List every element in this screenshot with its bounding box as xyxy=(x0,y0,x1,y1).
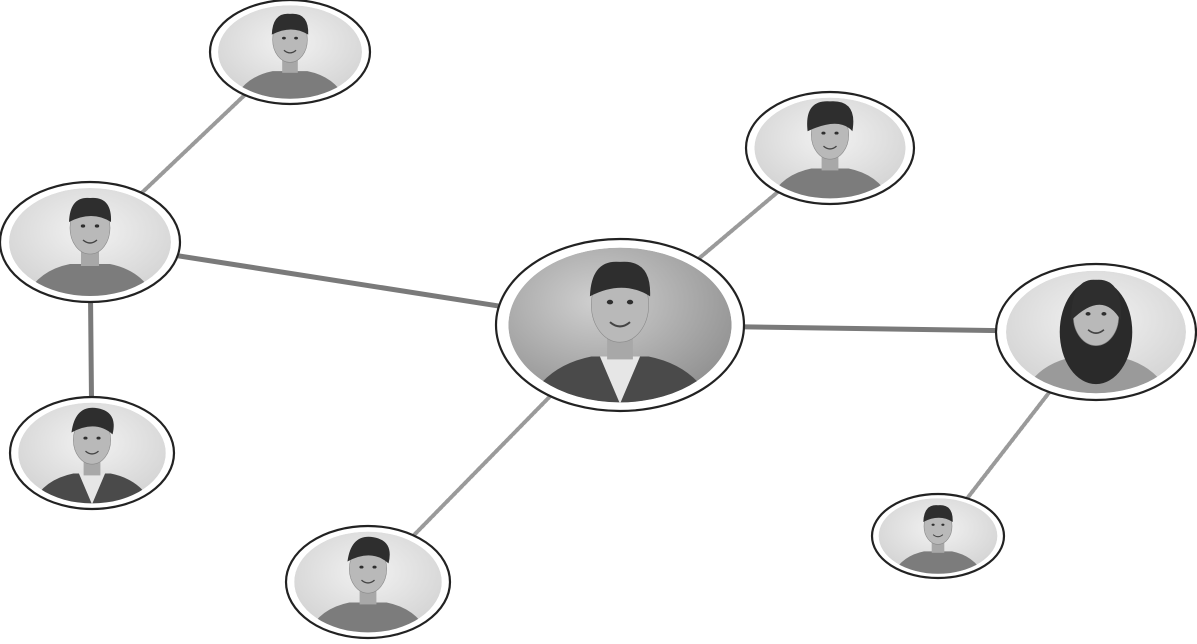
person-node-right[interactable] xyxy=(994,262,1197,411)
avatar-hair xyxy=(923,505,953,522)
avatar-eye-right xyxy=(294,36,298,40)
avatar-collar xyxy=(599,356,641,403)
avatar-eye-left xyxy=(931,523,935,526)
avatar-body xyxy=(20,264,160,296)
avatar-neck xyxy=(282,58,298,73)
avatar-mouth xyxy=(82,239,98,244)
avatar-hair xyxy=(71,407,114,435)
avatar-body xyxy=(889,551,987,574)
avatar-mouth xyxy=(85,450,99,455)
avatar-mouth xyxy=(283,49,297,54)
avatar-eye-right xyxy=(834,131,839,135)
avatar-eye-right xyxy=(1101,312,1107,316)
avatar-photo xyxy=(294,531,442,633)
avatar-mouth xyxy=(823,145,837,150)
avatar-mouth xyxy=(609,321,631,328)
avatar-hair xyxy=(1071,279,1122,321)
avatar-eye-right xyxy=(96,436,101,440)
avatar-body xyxy=(302,602,434,633)
avatar-photo xyxy=(508,247,732,403)
avatar-eye-left xyxy=(83,436,88,440)
avatar-hair xyxy=(589,261,651,297)
person-node-lower-left[interactable] xyxy=(8,395,176,518)
avatar-hair xyxy=(271,13,309,35)
person-node-top-right[interactable] xyxy=(744,90,916,213)
avatar-eye-left xyxy=(606,299,614,305)
avatar-eye-left xyxy=(80,224,86,228)
avatar-photo xyxy=(1006,270,1186,394)
avatar-eye-right xyxy=(626,299,634,305)
avatar-photo xyxy=(9,188,171,296)
avatar-eye-right xyxy=(941,523,945,526)
avatar-eye-right xyxy=(94,224,100,228)
avatar-collar xyxy=(78,473,106,504)
person-node-center[interactable] xyxy=(494,237,746,425)
person-node-bottom-center[interactable] xyxy=(284,524,452,644)
avatar-photo xyxy=(18,402,166,504)
avatar-neck xyxy=(821,155,839,171)
person-node-bottom-right[interactable] xyxy=(870,492,1006,585)
avatar-body xyxy=(229,71,351,99)
avatar-photo xyxy=(878,498,998,574)
avatar-hair xyxy=(347,536,390,564)
person-node-mid-left[interactable] xyxy=(0,180,182,312)
avatar-eye-left xyxy=(821,131,826,135)
avatar-eye-right xyxy=(372,565,377,569)
avatar-neck xyxy=(931,541,945,553)
avatar-mouth xyxy=(932,534,944,538)
avatar-hair xyxy=(69,197,112,222)
avatar-mouth xyxy=(1087,329,1105,334)
avatar-neck xyxy=(81,250,99,266)
avatar-neck xyxy=(607,336,633,360)
avatar-mouth xyxy=(361,579,375,584)
avatar-photo xyxy=(754,97,906,199)
person-node-top-left[interactable] xyxy=(208,0,372,113)
avatar-eye-left xyxy=(1085,312,1091,316)
avatar-eye-left xyxy=(359,565,364,569)
avatar-neck xyxy=(359,589,377,605)
avatar-hair xyxy=(807,101,854,132)
avatar-neck xyxy=(83,460,101,476)
avatar-body xyxy=(764,168,896,199)
avatar-photo xyxy=(218,5,362,99)
avatar-eye-left xyxy=(282,36,286,40)
